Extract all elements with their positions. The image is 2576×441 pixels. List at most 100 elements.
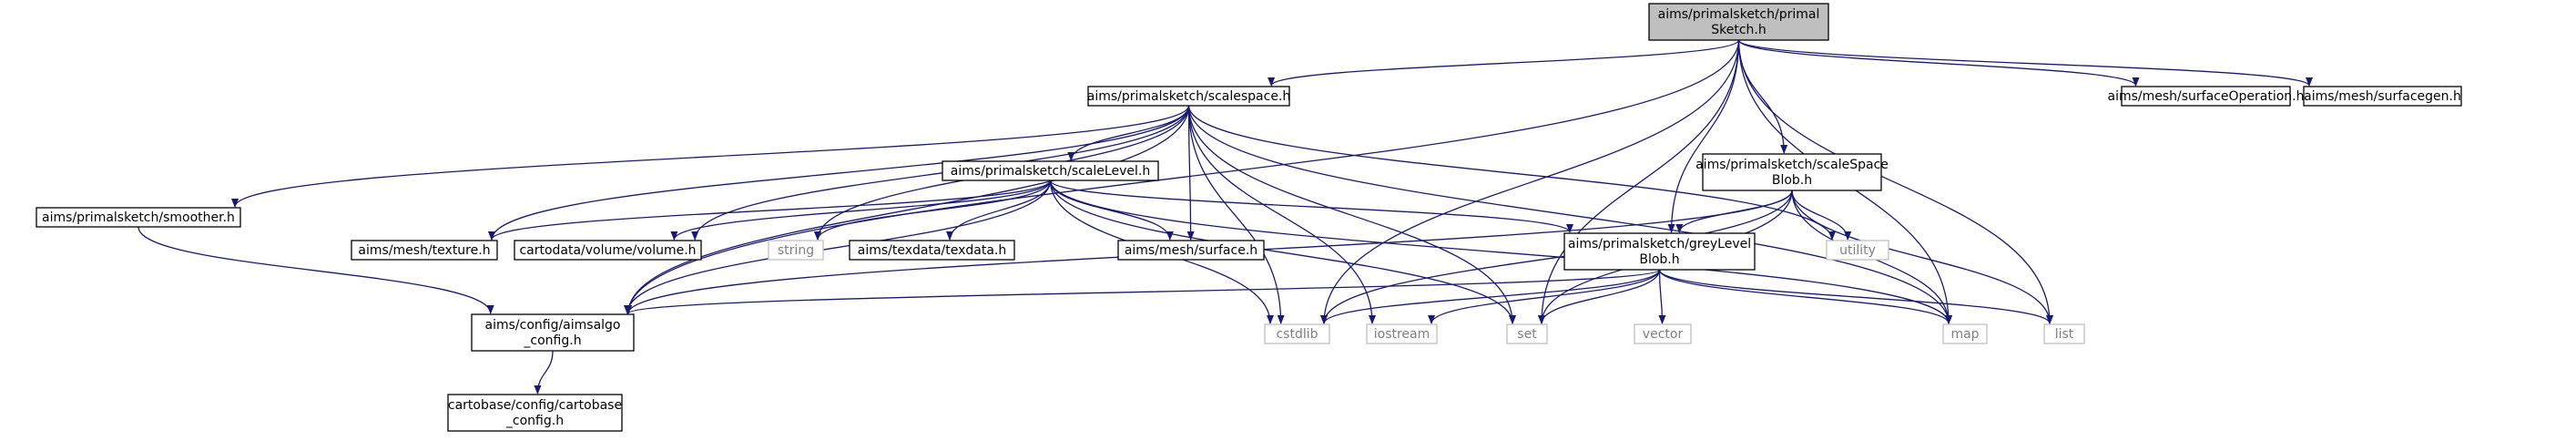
node-set-label-line-0: set [1517, 327, 1537, 342]
node-utility: utility [1826, 240, 1889, 261]
node-texdata[interactable]: aims/texdata/texdata.h [849, 240, 1015, 261]
node-volume-box [514, 240, 702, 261]
edge-root-to-glblob [1667, 39, 1740, 233]
node-map: map [1942, 323, 1988, 344]
node-utility-label-line-0: utility [1839, 243, 1876, 258]
node-aimsalgo-label-line-1: _config.h [523, 333, 581, 348]
node-surfgen[interactable]: aims/mesh/surfacegen.h [2303, 86, 2462, 107]
edge-scalespace-to-volume [691, 105, 1190, 241]
edge-scalespace-to-cstdlib [1187, 105, 1285, 324]
edge-root-to-aimsalgo [625, 39, 1740, 314]
edge-ssblob-to-list [1791, 190, 2053, 324]
edge-scalelevel-to-volume [670, 179, 1052, 241]
node-surfop-box [2121, 86, 2291, 107]
edge-glblob-to-vector [1658, 269, 1666, 324]
node-vector-label-line-0: vector [1643, 327, 1684, 342]
node-surfgen-label-line-0: aims/mesh/surfacegen.h [2304, 89, 2461, 104]
node-smoother[interactable]: aims/primalsketch/smoother.h [36, 207, 241, 228]
edge-scalelevel-to-map [1049, 179, 1952, 324]
node-root-label-line-1: Sketch.h [1711, 23, 1767, 37]
edge-ssblob-to-utility [1791, 190, 1852, 241]
edge-glblob-to-iostream [1428, 269, 1661, 324]
node-utility-box [1826, 240, 1889, 261]
edge-scalelevel-to-texdata [946, 179, 1052, 241]
node-texture-box [351, 240, 498, 261]
node-surface[interactable]: aims/mesh/surface.h [1117, 240, 1265, 261]
edge-glblob-to-list [1658, 269, 2053, 324]
node-list: list [2043, 323, 2085, 344]
edge-root-to-list [1737, 39, 2053, 324]
edge-scalespace-to-smoother [231, 105, 1190, 208]
edge-glblob-to-cstdlib [1320, 269, 1661, 324]
node-iostream-label-line-0: iostream [1374, 327, 1431, 342]
edge-root-to-surfgen [1737, 39, 2313, 87]
node-glblob-label-line-0: aims/primalsketch/greyLevel [1568, 237, 1751, 251]
node-root-label-line-0: aims/primalsketch/primal [1658, 7, 1820, 22]
node-scalespace-label-line-0: aims/primalsketch/scalespace.h [1087, 89, 1291, 104]
node-cartobase-label-line-1: _config.h [505, 414, 564, 428]
edges-layer [137, 39, 2313, 395]
node-texdata-label-line-0: aims/texdata/texdata.h [858, 243, 1007, 258]
node-cstdlib-box [1264, 323, 1330, 344]
node-volume[interactable]: cartodata/volume/volume.h [514, 240, 702, 261]
node-list-label-line-0: list [2055, 327, 2074, 342]
node-aimsalgo[interactable]: aims/config/aimsalgo_config.h [471, 313, 635, 352]
node-texture[interactable]: aims/mesh/texture.h [351, 240, 498, 261]
node-smoother-label-line-0: aims/primalsketch/smoother.h [42, 210, 235, 225]
edge-scalespace-to-iostream [1187, 105, 1376, 324]
node-string-label-line-0: string [778, 243, 814, 258]
node-vector: vector [1634, 323, 1692, 344]
edge-root-to-surfop [1737, 39, 2140, 87]
node-cartobase[interactable]: cartobase/config/cartobase_config.h [447, 394, 623, 432]
nodes-layer: aims/primalsketch/primalSketch.haims/pri… [36, 3, 2462, 432]
node-aimsalgo-box [471, 313, 635, 352]
edge-smoother-to-aimsalgo [137, 226, 494, 314]
edge-scalespace-to-scalelevel [1067, 105, 1190, 161]
node-volume-label-line-0: cartodata/volume/volume.h [519, 243, 696, 258]
edge-scalespace-to-surface [1186, 105, 1195, 241]
edge-glblob-to-aimsalgo [625, 269, 1661, 314]
edge-root-to-ssblob [1737, 39, 1788, 154]
node-string-box [768, 240, 824, 261]
node-surface-box [1117, 240, 1265, 261]
node-set-box [1506, 323, 1548, 344]
node-scalelevel-box [942, 160, 1159, 181]
node-smoother-box [36, 207, 241, 228]
node-iostream: iostream [1366, 323, 1438, 344]
edge-root-to-scalespace [1268, 39, 1740, 87]
node-cartobase-label-line-0: cartobase/config/cartobase [448, 398, 622, 413]
node-list-box [2043, 323, 2085, 344]
node-scalelevel[interactable]: aims/primalsketch/scaleLevel.h [942, 160, 1159, 181]
node-set: set [1506, 323, 1548, 344]
node-scalespace-box [1087, 86, 1290, 107]
node-map-box [1942, 323, 1988, 344]
node-surfop[interactable]: aims/mesh/surfaceOperation.h [2108, 86, 2305, 107]
node-scalespace[interactable]: aims/primalsketch/scalespace.h [1087, 86, 1291, 107]
edge-ssblob-to-cstdlib [1320, 190, 1793, 324]
node-glblob-box [1563, 232, 1756, 271]
edge-scalelevel-to-string [814, 179, 1052, 241]
node-cartobase-box [447, 394, 623, 432]
edge-root-to-set [1538, 39, 1740, 324]
edge-scalelevel-to-texture [488, 179, 1052, 241]
node-ssblob-label-line-0: aims/primalsketch/scaleSpace [1695, 158, 1889, 172]
node-glblob-label-line-1: Blob.h [1639, 252, 1679, 267]
node-surface-label-line-0: aims/mesh/surface.h [1125, 243, 1257, 258]
node-aimsalgo-label-line-0: aims/config/aimsalgo [485, 318, 621, 333]
node-map-label-line-0: map [1950, 327, 1979, 342]
edge-scalespace-to-utility [1187, 105, 1836, 241]
node-root-box [1648, 3, 1829, 41]
node-texture-label-line-0: aims/mesh/texture.h [358, 243, 490, 258]
node-cstdlib: cstdlib [1264, 323, 1330, 344]
edge-scalespace-to-set [1187, 105, 1516, 324]
node-surfop-label-line-0: aims/mesh/surfaceOperation.h [2108, 89, 2305, 104]
edge-scalelevel-to-glblob [1049, 179, 1573, 233]
edge-glblob-to-map [1658, 269, 1952, 324]
node-texdata-box [849, 240, 1015, 261]
node-ssblob-label-line-1: Blob.h [1772, 173, 1812, 188]
node-string: string [768, 240, 824, 261]
